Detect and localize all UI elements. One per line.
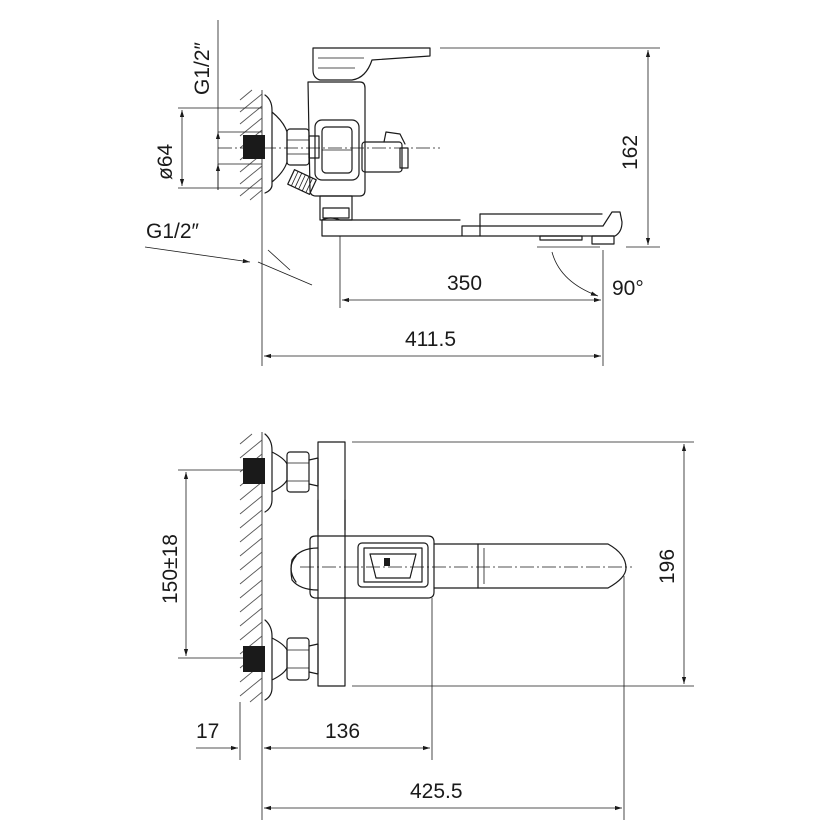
spout-top [321, 211, 623, 245]
dim-diameter: ø64 [154, 107, 262, 189]
cartridge-front [309, 535, 435, 599]
dim-thread-angled: G1/2″ [144, 220, 313, 286]
dim-wall-offset: 17 [196, 702, 263, 820]
dim-spout-length: 350 [339, 236, 604, 308]
diverter-top [361, 131, 409, 173]
hex-nut-top [286, 128, 310, 166]
wall-inlet-lower [243, 646, 265, 672]
wall-inlet-top [243, 135, 265, 159]
angled-thread-top [287, 169, 317, 195]
front-view: 150±18 196 17 136 425.5 [159, 432, 694, 820]
wall-offset-label: 17 [196, 720, 219, 743]
height-top-label: 162 [619, 135, 642, 170]
top-view: G1/2″ ø64 G1/2″ 162 350 [144, 20, 660, 366]
overall-top-label: 411.5 [405, 328, 456, 351]
connector-upper [308, 457, 319, 487]
mixer-body-top [307, 81, 366, 197]
escutcheon-flange-top [264, 94, 288, 194]
overall-front-label: 425.5 [410, 780, 463, 803]
wall-inlet-upper [243, 458, 265, 484]
angle-label: 90° [612, 277, 644, 300]
spout-length-label: 350 [447, 272, 482, 295]
diameter-label: ø64 [154, 143, 177, 180]
diverter-knob-front [290, 547, 319, 591]
dim-center-distance: 150±18 [159, 469, 262, 659]
spout-ring-top [322, 207, 350, 219]
dim-overall-front: 425.5 [264, 576, 625, 820]
spout-mount-top [319, 195, 353, 221]
lever-handle-top [312, 47, 431, 81]
escutcheon-upper [264, 433, 288, 513]
connector-lower [308, 643, 319, 675]
eccentric-connector-top [308, 135, 320, 159]
dim-thread-vertical: G1/2″ [191, 20, 262, 190]
mixer-body-front [317, 441, 346, 687]
hex-nut-lower [286, 637, 310, 681]
dim-body-offset: 136 [264, 598, 433, 760]
dim-overall-top: 411.5 [261, 200, 604, 366]
spout-front [433, 543, 627, 589]
thread-angled-label: G1/2″ [146, 220, 200, 243]
dim-angle: 90° [537, 246, 644, 300]
center-distance-label: 150±18 [159, 534, 182, 604]
height-front-label: 196 [656, 549, 679, 584]
thread-vertical-label: G1/2″ [191, 41, 214, 95]
escutcheon-lower [264, 619, 288, 701]
dim-height-top: 162 [440, 47, 660, 248]
dim-height-front: 196 [352, 441, 694, 687]
hex-nut-upper [286, 451, 310, 493]
body-offset-label: 136 [325, 720, 360, 743]
